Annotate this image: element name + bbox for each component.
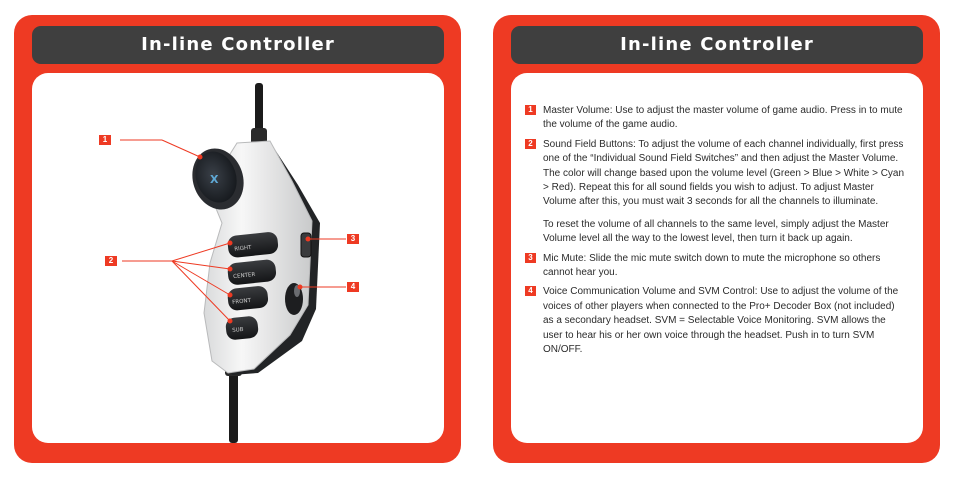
callout-marker-4: 4 [347,282,359,292]
description-item-2: 2 Sound Field Buttons: To adjust the vol… [525,138,905,247]
front-button [227,286,269,311]
mic-mute-switch [300,232,312,258]
cable-bottom [229,368,238,443]
callout-marker-3: 3 [347,234,359,244]
item-number-1: 1 [525,105,536,115]
item-number-4: 4 [525,286,536,297]
description-item-1: 1 Master Volume: Use to adjust the maste… [525,104,905,133]
description-list: 1 Master Volume: Use to adjust the maste… [525,104,905,363]
right-button [227,232,279,258]
right-button-label: RIGHT [234,245,252,253]
sub-button-label: SUB [232,327,244,334]
item-text-4: Voice Communication Volume and SVM Contr… [543,286,899,356]
description-item-4: 4 Voice Communication Volume and SVM Con… [525,285,905,357]
left-panel: In-line Controller [14,15,461,463]
item-number-3: 3 [525,252,536,263]
item-text-2-extra: To reset the volume of all channels to t… [543,218,889,245]
right-panel: In-line Controller 1 Master Volume: Use … [493,15,940,463]
master-volume-knob [195,151,237,203]
right-content-box: 1 Master Volume: Use to adjust the maste… [511,73,923,443]
center-button [227,259,277,285]
callout-marker-2: 2 [105,256,117,266]
item-text-2: Sound Field Buttons: To adjust the volum… [543,138,905,208]
front-button-label: FRONT [232,298,252,306]
callout-marker-1: 1 [99,135,111,145]
left-panel-title: In-line Controller [141,34,335,55]
sub-button [225,316,259,340]
right-header-bar: In-line Controller [511,26,923,64]
cable-top [255,83,263,133]
right-panel-title: In-line Controller [620,34,814,55]
left-content-box: X RIGHT CENTER FRONT SUB [32,73,444,443]
item-number-2: 2 [525,138,536,149]
item-text-3: Mic Mute: Slide the mic mute switch down… [543,252,881,279]
item-text-1: Master Volume: Use to adjust the master … [543,105,903,131]
center-button-label: CENTER [233,272,256,280]
left-header-bar: In-line Controller [32,26,444,64]
description-item-3: 3 Mic Mute: Slide the mic mute switch do… [525,252,905,281]
controller-illustration: X RIGHT CENTER FRONT SUB [120,83,346,443]
knob-logo-icon: X [210,173,219,186]
